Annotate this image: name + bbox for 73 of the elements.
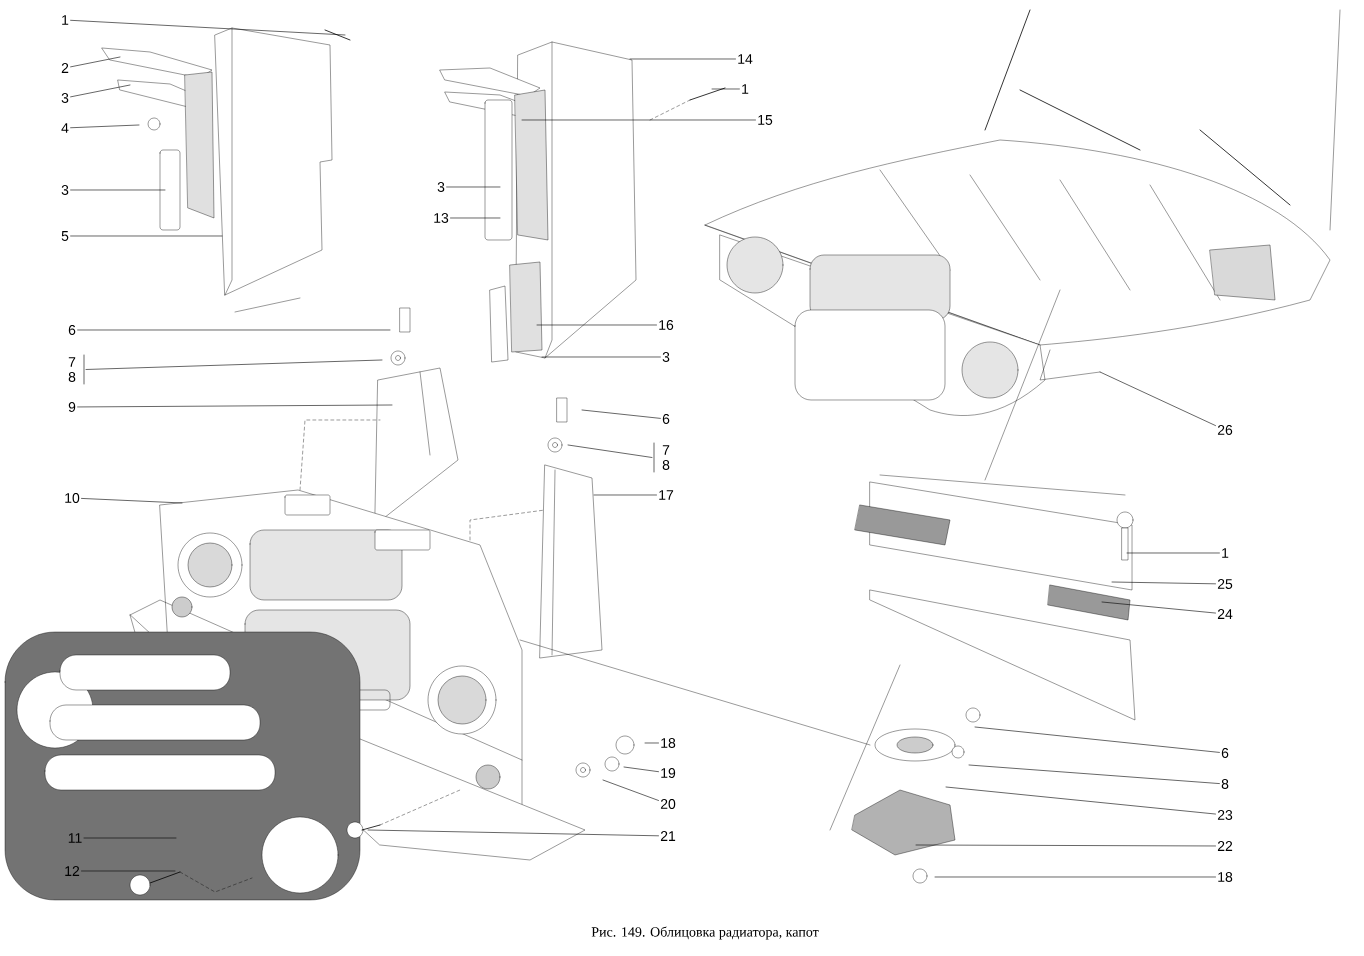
callout-number: 7 <box>662 445 670 455</box>
leader-line <box>1099 371 1216 426</box>
callout-number: 12 <box>65 866 80 876</box>
callout-number: 6 <box>1221 748 1229 758</box>
leader-line <box>1126 552 1220 554</box>
leader-line <box>968 764 1220 784</box>
callout-number: 22 <box>1217 841 1233 851</box>
callout-number: 14 <box>738 54 753 64</box>
leader-line <box>536 324 657 326</box>
callout-number: 10 <box>65 493 80 503</box>
leader-line <box>70 56 121 68</box>
callout-number: 1 <box>62 15 69 25</box>
callout-number: 4 <box>61 123 69 133</box>
leader-line <box>521 119 756 121</box>
callout-number: 3 <box>437 182 445 192</box>
leader-line <box>81 870 176 872</box>
callout-number: 20 <box>660 799 676 809</box>
callout-number: 24 <box>1217 609 1233 619</box>
callout-number: 8 <box>1221 779 1229 789</box>
leader-line <box>945 786 1216 815</box>
leader-line <box>593 494 657 496</box>
callout-number: 15 <box>758 115 773 125</box>
callout-number: 5 <box>61 231 69 241</box>
leader-line <box>83 837 177 839</box>
leader-line <box>70 189 166 191</box>
leader-line <box>629 58 736 60</box>
leader-line <box>567 444 653 458</box>
leader-line <box>81 498 183 504</box>
callout-number: 19 <box>661 768 676 778</box>
leader-line <box>70 235 223 237</box>
leader-line <box>77 329 391 331</box>
callout-number: 6 <box>68 325 76 335</box>
callout-number: 9 <box>68 402 76 412</box>
callout-number: 2 <box>61 63 69 73</box>
leader-line <box>70 84 131 98</box>
callout-number: 1 <box>742 84 749 94</box>
callout-number: 16 <box>659 320 674 330</box>
callout-number: 1 <box>1222 548 1229 558</box>
leader-line <box>581 409 661 419</box>
leader-line <box>70 124 140 129</box>
callout-number: 13 <box>434 213 449 223</box>
callout-number: 23 <box>1217 810 1233 820</box>
callout-number: 11 <box>68 833 82 843</box>
callout-number: 26 <box>1217 425 1233 435</box>
callout-number: 7 <box>68 357 76 367</box>
callout-number: 3 <box>61 185 69 195</box>
leader-line <box>915 844 1216 847</box>
callout-number: 18 <box>1218 872 1233 882</box>
callout-number: 6 <box>662 414 670 424</box>
leader-line <box>367 829 659 837</box>
leader-line <box>623 766 659 772</box>
callout-number: 18 <box>661 738 676 748</box>
callout-number: 8 <box>68 372 76 382</box>
leader-line <box>446 186 501 188</box>
callout-number: 17 <box>659 490 674 500</box>
caption: Рис. 149. Облицовка радиатора, капот <box>591 926 819 940</box>
callout-number: 21 <box>660 831 676 841</box>
callout-number: 3 <box>61 93 69 103</box>
callout-number: 3 <box>662 352 670 362</box>
callout-number: 25 <box>1217 579 1233 589</box>
leader-line <box>450 217 501 219</box>
leader-line <box>974 726 1220 753</box>
leader-line <box>602 779 659 801</box>
leader-line <box>1101 601 1216 614</box>
leader-line <box>711 88 740 90</box>
leader-line <box>934 876 1216 878</box>
leader-line <box>85 359 383 370</box>
leader-line <box>77 404 393 408</box>
leader-line <box>1111 581 1216 585</box>
leader-line <box>644 742 659 744</box>
leader-line <box>541 356 661 358</box>
callout-number: 8 <box>662 460 670 470</box>
leader-line <box>70 20 346 36</box>
